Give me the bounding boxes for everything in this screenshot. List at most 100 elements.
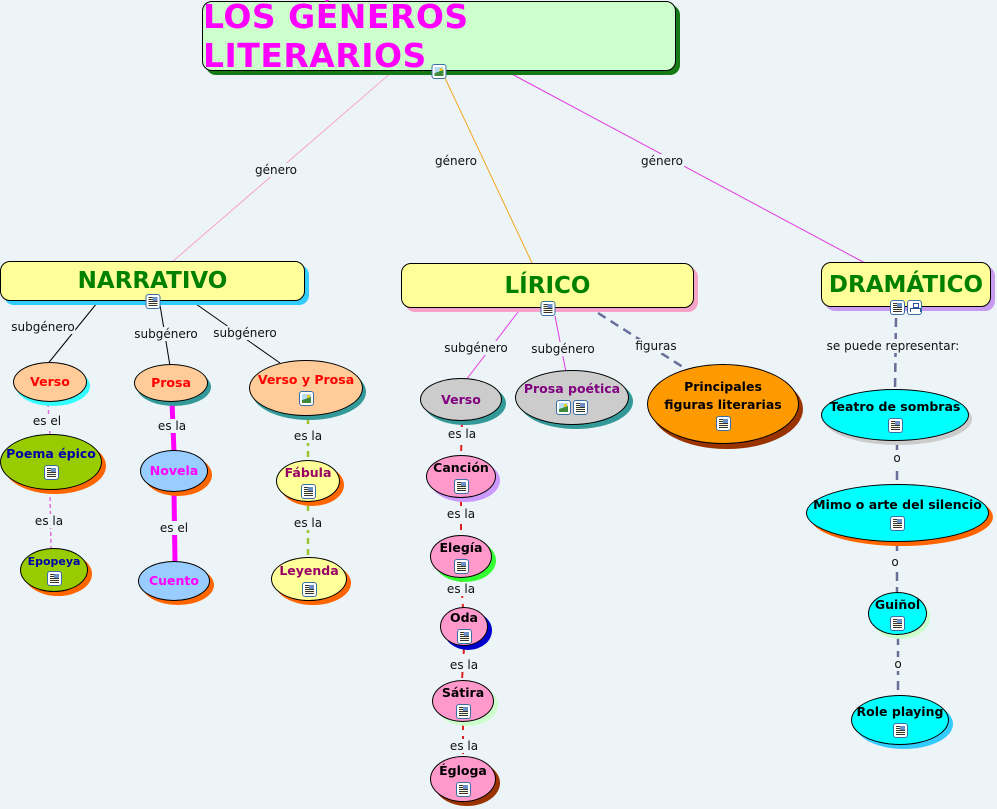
concept-label: Elegía [439, 540, 483, 555]
concept-label: Guiñol [874, 597, 921, 612]
concept-guinol[interactable]: Guiñol [868, 592, 927, 635]
link-label: género [254, 163, 298, 177]
link-label: es la [445, 582, 477, 596]
concept-label: Leyenda [279, 562, 339, 578]
concept-label: Poema épico [6, 445, 96, 461]
concept-lirico-verso[interactable]: Verso [420, 378, 502, 421]
concept-label: Prosa poética [523, 381, 621, 396]
document-icon[interactable] [300, 483, 316, 499]
link-label: es el [31, 414, 63, 428]
concept-oda[interactable]: Oda [440, 607, 488, 646]
document-icon[interactable] [453, 559, 469, 574]
concept-dramatico[interactable]: DRAMÁTICO [821, 262, 991, 315]
concept-label: LÍRICO [504, 272, 591, 299]
link-label: o [892, 451, 902, 465]
document-icon[interactable] [456, 629, 472, 644]
concept-cuento[interactable]: Cuento [138, 561, 210, 601]
document-icon[interactable] [890, 515, 905, 531]
concept-narrativo[interactable]: NARRATIVO [0, 261, 305, 309]
link-label: es la [445, 507, 477, 521]
concept-teatro-sombras[interactable]: Teatro de sombras [821, 389, 969, 441]
link-narr-verso [45, 302, 98, 367]
concept-label: Canción [433, 460, 489, 475]
title-text: LOS GÉNEROS LITERARIOS [203, 0, 469, 75]
concept-figuras-literarias[interactable]: Principales figuras literarias [647, 364, 799, 444]
link-label: es la [156, 419, 188, 433]
link-label: es la [448, 658, 480, 672]
document-icon[interactable] [455, 703, 471, 719]
image-icon[interactable] [431, 64, 447, 79]
document-icon[interactable] [887, 417, 903, 433]
concept-label: Prosa [151, 375, 191, 390]
link-label: es la [33, 514, 65, 528]
link-label: es la [292, 429, 324, 443]
concept-label: Mimo o arte del silencio [813, 496, 982, 512]
concept-verso-y-prosa[interactable]: Verso y Prosa [249, 360, 363, 416]
link-title-lirico [444, 77, 533, 264]
concept-cancion[interactable]: Canción [426, 455, 496, 498]
document-icon[interactable] [540, 301, 555, 316]
concept-label: Cuento [148, 573, 199, 588]
document-icon[interactable] [573, 400, 588, 415]
image-icon[interactable] [298, 390, 314, 406]
concept-role-playing[interactable]: Role playing [851, 695, 949, 745]
link-label: es la [448, 739, 480, 753]
concept-leyenda[interactable]: Leyenda [271, 557, 347, 601]
link-label: género [640, 154, 684, 168]
concept-label: Novela [149, 463, 199, 478]
concept-fabula[interactable]: Fábula [276, 460, 340, 502]
document-icon[interactable] [890, 300, 905, 315]
concept-mimo[interactable]: Mimo o arte del silencio [806, 484, 989, 542]
document-icon[interactable] [892, 722, 908, 738]
link-label: se puede representar: [825, 339, 961, 353]
concept-label: Verso y Prosa [257, 371, 355, 387]
concept-label: DRAMÁTICO [828, 271, 984, 298]
link-label: subgénero [10, 320, 76, 334]
link-label: subgénero [133, 327, 199, 341]
link-dram-teatro [893, 317, 898, 391]
concept-label: Oda [449, 610, 478, 625]
concept-map-icon[interactable] [907, 300, 922, 315]
link-label: es la [292, 516, 324, 530]
concept-poema-epico[interactable]: Poema épico [0, 434, 102, 490]
concept-egloga[interactable]: Égloga [430, 756, 496, 802]
document-icon[interactable] [453, 479, 469, 494]
link-label: subgénero [443, 341, 509, 355]
concept-label: Fábula [284, 464, 332, 480]
concept-label: NARRATIVO [77, 268, 228, 294]
link-label: género [434, 154, 478, 168]
link-label: es la [446, 427, 478, 441]
link-label: subgénero [212, 326, 278, 340]
image-icon[interactable] [556, 400, 571, 415]
concept-label: Verso [30, 374, 70, 389]
document-icon[interactable] [43, 464, 59, 480]
document-icon[interactable] [715, 415, 731, 431]
link-title-dramatico [507, 71, 866, 264]
concept-label: Verso [441, 391, 481, 407]
title-concept[interactable]: LOS GÉNEROS LITERARIOS [202, 0, 676, 79]
document-icon[interactable] [455, 781, 471, 797]
link-label: o [890, 555, 900, 569]
concept-elegia[interactable]: Elegía [430, 535, 492, 578]
concept-verso[interactable]: Verso [13, 362, 87, 402]
concept-label: Principales figuras literarias [664, 378, 782, 412]
concept-label: Epopeya [27, 554, 81, 568]
concept-prosa-poetica[interactable]: Prosa poética [515, 370, 629, 425]
concept-label: Égloga [439, 762, 487, 778]
concept-satira[interactable]: Sátira [432, 680, 494, 722]
concept-label: Teatro de sombras [829, 398, 961, 414]
document-icon[interactable] [890, 616, 905, 631]
concept-lirico[interactable]: LÍRICO [401, 263, 694, 316]
concept-label: Role playing [856, 703, 944, 719]
document-icon[interactable] [46, 570, 62, 586]
document-icon[interactable] [301, 581, 317, 597]
link-label: o [893, 657, 903, 671]
link-label: figuras [634, 339, 678, 353]
document-icon[interactable] [145, 294, 160, 309]
concept-novela[interactable]: Novela [140, 450, 208, 492]
concept-epopeya[interactable]: Epopeya [20, 548, 88, 592]
link-label: subgénero [530, 342, 596, 356]
link-label: es el [158, 521, 190, 535]
concept-prosa[interactable]: Prosa [134, 364, 208, 402]
concept-label: Sátira [441, 684, 485, 700]
